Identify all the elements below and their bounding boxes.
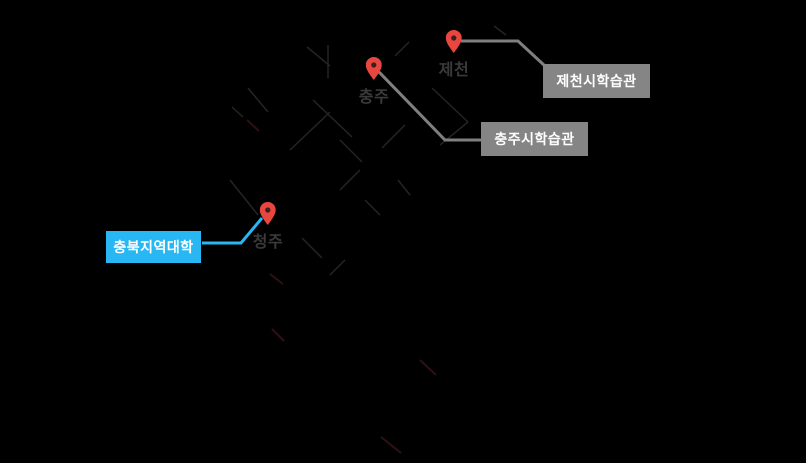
callout-box-chungju-learning-center[interactable]: 충주시학습관 — [481, 122, 588, 156]
map-boundary-segment — [301, 237, 323, 259]
map-boundary-segment — [381, 124, 406, 149]
callout-connector-chungbuk-regional-university — [202, 217, 264, 245]
map-boundary-segment — [394, 41, 410, 57]
map-marker-cheongju[interactable]: 청주 — [253, 202, 283, 252]
map-boundary-segment — [306, 46, 331, 67]
map-pin-icon-cheongju[interactable] — [259, 202, 276, 225]
map-boundary-segment — [339, 139, 363, 163]
map-boundary-segment — [397, 179, 411, 196]
map-boundary-segment — [229, 179, 259, 216]
map-boundary-segment — [329, 259, 346, 276]
map-boundary-segment — [339, 169, 361, 191]
callout-connector-chungju-learning-center — [377, 70, 482, 142]
map-boundary-segment — [419, 359, 437, 376]
callout-box-chungbuk-regional-university[interactable]: 충북지역대학 — [106, 231, 201, 263]
map-boundary-segment — [247, 87, 269, 113]
map-boundary-segment — [431, 87, 469, 123]
map-boundary-segment — [269, 273, 284, 285]
map-boundary-segment — [271, 328, 285, 342]
callout-label-chungju-learning-center: 충주시학습관 — [494, 131, 575, 147]
city-label-cheongju: 청주 — [252, 234, 284, 251]
map-boundary-segment — [364, 199, 381, 216]
map-boundary-segment — [493, 25, 507, 36]
city-label-chungju: 충주 — [358, 89, 390, 106]
map-boundary-segment — [289, 111, 331, 151]
callout-label-chungbuk-regional-university: 충북지역대학 — [113, 239, 194, 255]
map-boundary-segment — [312, 99, 353, 138]
map-boundary-segment — [246, 119, 260, 132]
map-boundary-segment — [439, 121, 469, 146]
map-marker-jecheon[interactable]: 제천 — [439, 30, 469, 80]
callout-box-jecheon-learning-center[interactable]: 제천시학습관 — [543, 64, 650, 98]
map-boundary-segment — [380, 436, 402, 454]
callout-connector-jecheon-learning-center — [461, 39, 547, 68]
map-boundary-segment — [231, 106, 244, 118]
map-marker-chungju[interactable]: 충주 — [359, 57, 389, 107]
city-label-jecheon: 제천 — [438, 62, 470, 79]
callout-label-jecheon-learning-center: 제천시학습관 — [556, 73, 637, 89]
map-pin-icon-chungju[interactable] — [365, 57, 382, 80]
map-pin-icon-jecheon[interactable] — [445, 30, 462, 53]
